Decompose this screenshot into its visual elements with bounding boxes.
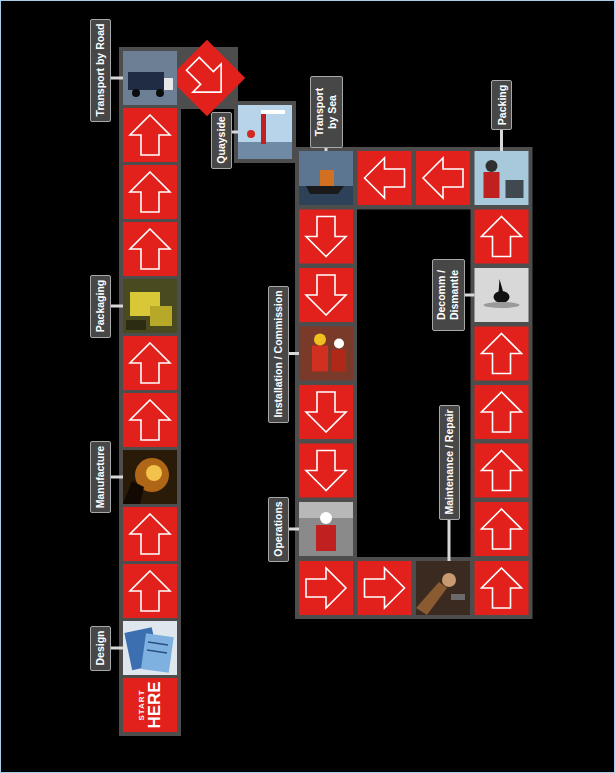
stage-label: Packaging: [90, 275, 111, 338]
arrow-tiles: [123, 40, 529, 618]
leader-lines: [100, 78, 502, 648]
arrow-tile: [123, 336, 177, 390]
label-text: Transport by Sea: [313, 81, 338, 143]
stage-label: Quayside: [211, 112, 232, 169]
stage-label: Manufacture: [90, 441, 111, 513]
stage-label: Transport by Road: [90, 19, 111, 122]
label-text: Packing: [495, 85, 508, 125]
arrow-tile: [358, 561, 412, 615]
arrow-tile: [123, 108, 177, 162]
arrow-tile: [475, 561, 529, 615]
arrow-tile: [358, 151, 412, 205]
stage-label: Design: [90, 626, 111, 671]
arrow-tile: [475, 444, 529, 498]
maintenance-photo: [416, 561, 470, 615]
label-text-group: Transport by Road: [94, 24, 107, 117]
label-text-group: Maintenance / Repair: [443, 409, 456, 514]
arrow-tile: [123, 165, 177, 219]
arrow-tile: [299, 561, 353, 615]
arrow-tile: [299, 444, 353, 498]
arrow-tile: [416, 151, 470, 205]
road-photo: [123, 51, 177, 105]
arrow-tile: [299, 210, 353, 264]
quayside-photo: [238, 105, 292, 159]
arrow-tile: [123, 564, 177, 618]
packaging-photo: [123, 279, 177, 333]
packing-photo: [475, 151, 529, 205]
label-text: Design: [94, 630, 107, 665]
label-text-group: Manufacture: [94, 446, 107, 508]
label-text-group: Packing: [495, 85, 508, 125]
stage-label: Operations: [268, 497, 289, 562]
arrow-tile: [475, 502, 529, 556]
arrow-tile: [475, 385, 529, 439]
label-text-group: Quayside: [215, 116, 228, 163]
arrow-tile: [299, 268, 353, 322]
manufacture-photo: [123, 450, 177, 504]
label-text: Operations: [272, 501, 285, 556]
design-photo: [123, 621, 177, 675]
label-text-group: Transport by Sea: [313, 81, 338, 143]
installation-photo: [299, 327, 353, 381]
label-text-group: Design: [94, 630, 107, 665]
start-tile: STARTHERE: [123, 678, 177, 732]
arrow-tile: [123, 222, 177, 276]
label-text: Maintenance / Repair: [443, 409, 456, 514]
decomm-photo: [475, 268, 529, 322]
stage-label: Maintenance / Repair: [439, 405, 460, 520]
arrow-tile: [123, 393, 177, 447]
loop-hole: [357, 210, 471, 558]
stage-label: Decomm / Dismantle: [432, 259, 465, 331]
arrow-tile: [475, 327, 529, 381]
label-text-group: Packaging: [94, 280, 107, 333]
track-backing: [119, 47, 533, 736]
label-text: Decomm / Dismantle: [435, 264, 460, 326]
label-text: Quayside: [215, 116, 228, 163]
label-text-group: Installation / Commission: [272, 290, 285, 417]
arrow-tile: [299, 385, 353, 439]
label-text-group: STARTHERE: [138, 681, 163, 728]
label-text-group: Operations: [272, 501, 285, 556]
stage-label: Transport by Sea: [310, 76, 343, 148]
start-text: HERE: [146, 681, 163, 728]
label-text: Packaging: [94, 280, 107, 333]
label-text: Transport by Road: [94, 24, 107, 117]
stage-label: Packing: [491, 80, 512, 130]
arrow-tile: [169, 40, 245, 116]
stage-label: Installation / Commission: [268, 286, 289, 423]
arrow-tile: [475, 210, 529, 264]
start-text: START: [138, 681, 146, 728]
arrow-tile: [123, 507, 177, 561]
label-text: Manufacture: [94, 446, 107, 508]
sea-photo: [299, 151, 353, 205]
operations-photo: [299, 502, 353, 556]
label-text: Installation / Commission: [272, 290, 285, 417]
label-text-group: Decomm / Dismantle: [435, 264, 460, 326]
